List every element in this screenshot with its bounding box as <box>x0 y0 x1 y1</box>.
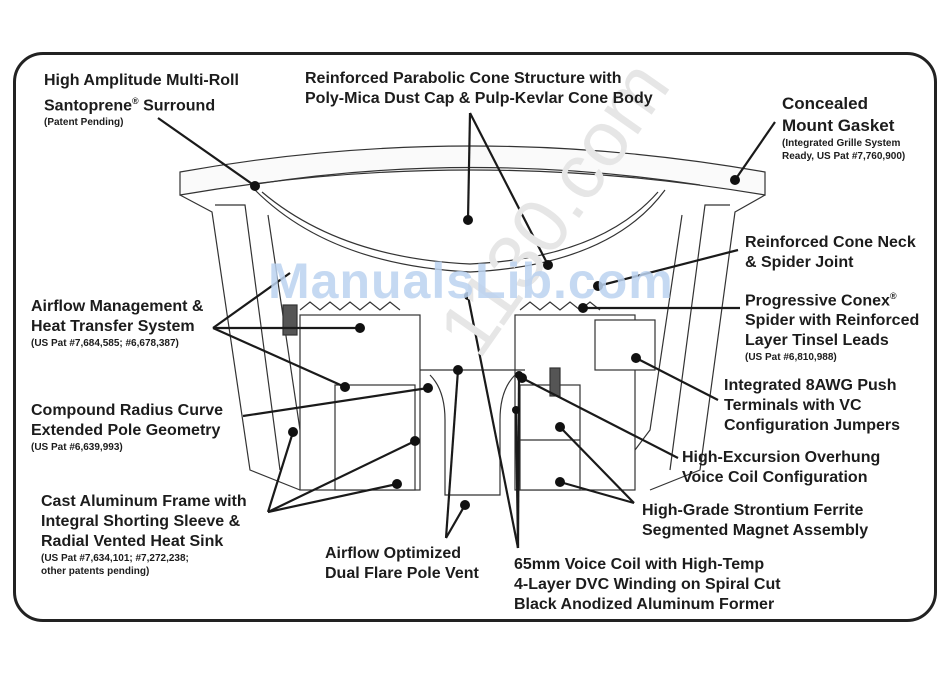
label-line: Progressive Conex <box>745 292 890 310</box>
label-note: (US Pat #7,684,585; #6,678,387) <box>31 338 179 349</box>
label-note: (Integrated Grille System <box>782 138 901 149</box>
label-line: Airflow Optimized <box>325 545 461 562</box>
label-line: Mount Gasket <box>782 116 895 135</box>
callout-voice-coil: 65mm Voice Coil with High-Temp 4-Layer D… <box>514 555 781 615</box>
label-line: Santoprene <box>44 97 133 115</box>
label-line: Configuration Jumpers <box>724 417 901 434</box>
callout-magnet: High-Grade Strontium Ferrite Segmented M… <box>642 501 868 541</box>
label-line: Airflow Management & <box>31 298 204 315</box>
label-note: other patents pending) <box>41 566 150 577</box>
label-line: Black Anodized Aluminum Former <box>514 596 775 613</box>
callout-cone-neck: Reinforced Cone Neck & Spider Joint <box>745 233 916 273</box>
label-line: High-Grade Strontium Ferrite <box>642 502 864 519</box>
label-line: Compound Radius Curve <box>31 402 224 419</box>
label-line: Reinforced Cone Neck <box>745 234 916 251</box>
registered-mark: ® <box>889 291 897 301</box>
watermark: ManualsLib.com <box>268 253 674 309</box>
label-line: & Spider Joint <box>745 254 854 271</box>
label-line: Surround <box>138 97 216 115</box>
label-line: 4-Layer DVC Winding on Spiral Cut <box>514 576 781 593</box>
label-line: Radial Vented Heat Sink <box>41 533 224 550</box>
callout-dots <box>250 175 740 510</box>
label-line: Extended Pole Geometry <box>31 422 221 439</box>
label-line: Dual Flare Pole Vent <box>325 565 479 582</box>
label-line: Segmented Magnet Assembly <box>642 522 869 539</box>
label-line: High-Excursion Overhung <box>682 449 881 466</box>
callout-airflow: Airflow Management & Heat Transfer Syste… <box>31 297 203 350</box>
leader-lines <box>157 112 776 549</box>
label-note: Ready, US Pat #7,760,900) <box>782 151 906 162</box>
callout-overhung: High-Excursion Overhung Voice Coil Confi… <box>682 448 880 488</box>
label-note: (Patent Pending) <box>44 117 124 129</box>
callout-surround: High Amplitude Multi-Roll Santoprene® Su… <box>44 71 239 129</box>
label-line: Concealed <box>782 94 868 113</box>
speaker-outline <box>179 145 766 496</box>
registered-mark: ® <box>132 96 139 106</box>
callout-pole: Compound Radius Curve Extended Pole Geom… <box>31 401 223 454</box>
label-line: Terminals with VC <box>724 397 862 414</box>
callout-gasket: Concealed Mount Gasket (Integrated Grill… <box>782 93 905 163</box>
label-line: Poly-Mica Dust Cap & Pulp-Kevlar Cone Bo… <box>305 90 653 107</box>
label-line: Layer Tinsel Leads <box>745 332 889 350</box>
callout-vent: Airflow Optimized Dual Flare Pole Vent <box>325 544 479 584</box>
label-note: (US Pat #6,639,993) <box>31 442 123 453</box>
label-line: Cast Aluminum Frame with <box>41 493 247 510</box>
label-line: Voice Coil Configuration <box>682 469 868 486</box>
label-line: Spider with Reinforced <box>745 312 920 330</box>
callout-frame: Cast Aluminum Frame with Integral Shorti… <box>41 492 247 578</box>
label-line: Integral Shorting Sleeve & <box>41 513 241 530</box>
callout-spider: Progressive Conex® Spider with Reinforce… <box>745 286 919 364</box>
label-note: (US Pat #7,634,101; #7,272,238; <box>41 553 189 564</box>
label-line: Heat Transfer System <box>31 318 195 335</box>
label-line: Integrated 8AWG Push <box>724 377 897 394</box>
label-line: High Amplitude Multi-Roll <box>44 72 239 89</box>
label-line: 65mm Voice Coil with High-Temp <box>514 556 765 573</box>
label-note: (US Pat #6,810,988) <box>745 352 837 364</box>
diagram-border <box>13 52 937 622</box>
callout-terminals: Integrated 8AWG Push Terminals with VC C… <box>724 376 900 436</box>
label-line: Reinforced Parabolic Cone Structure with <box>305 70 622 87</box>
callout-cone: Reinforced Parabolic Cone Structure with… <box>305 69 653 109</box>
